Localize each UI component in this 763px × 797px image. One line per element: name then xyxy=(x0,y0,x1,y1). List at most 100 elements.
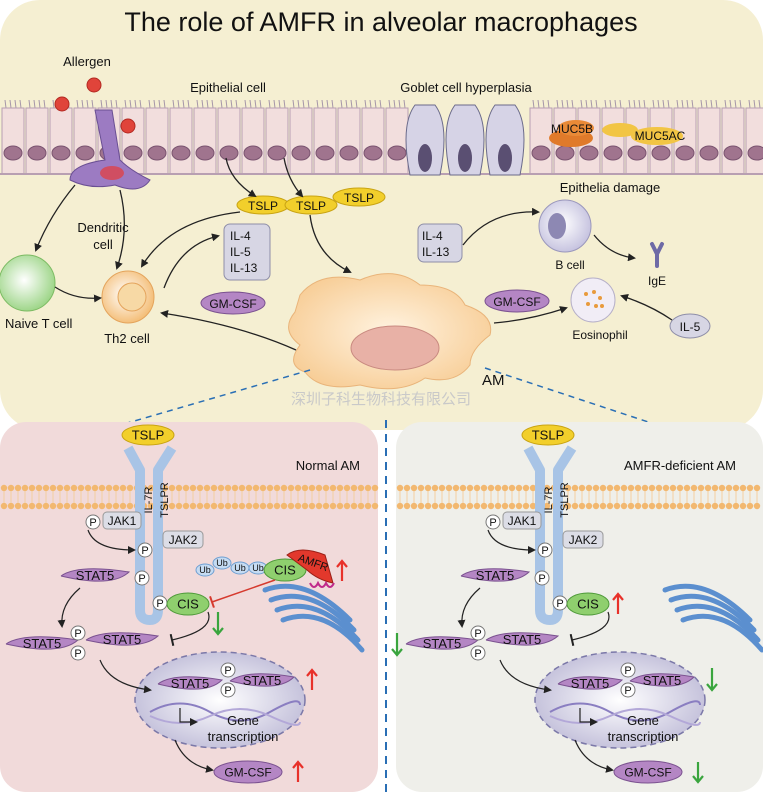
gene-label: Gene xyxy=(627,713,659,728)
er-membrane xyxy=(274,603,361,643)
tslp-ligand xyxy=(121,424,175,446)
phosphate-icon xyxy=(620,682,636,698)
stat5-nuclear-right-label: STAT5 xyxy=(643,673,682,688)
phosphate-label: P xyxy=(224,665,231,677)
svg-text:IL-5: IL-5 xyxy=(680,320,701,334)
cell-membranes xyxy=(0,484,761,510)
er-membrane xyxy=(262,583,353,623)
figure-title: The role of AMFR in alveolar macrophages xyxy=(124,7,637,37)
stat5-dimer-right xyxy=(485,632,560,646)
epithelial-cell xyxy=(25,107,49,175)
stat5-nuclear-right xyxy=(229,673,296,687)
stat5-nuclear-left-label: STAT5 xyxy=(171,676,210,691)
ige-icon xyxy=(650,242,664,268)
phosphate-label: P xyxy=(156,598,163,610)
top-arrows xyxy=(34,157,673,351)
cis-protein-label: CIS xyxy=(177,597,199,612)
svg-text:TSLP: TSLP xyxy=(296,199,326,213)
am-nucleus xyxy=(350,325,440,371)
phosphate-label: P xyxy=(74,648,81,660)
transcription-label: transcription xyxy=(208,729,279,744)
svg-text:GM-CSF: GM-CSF xyxy=(209,297,256,311)
amfr-cis-inhibition xyxy=(209,579,276,608)
tslp-group-top: TSLP TSLP TSLP xyxy=(236,187,386,215)
ubiquitin-icon xyxy=(212,556,232,570)
phosphate-label: P xyxy=(489,517,496,529)
jak1-label: JAK1 xyxy=(108,514,137,528)
muc5ac-label: MUC5AC xyxy=(635,129,686,143)
phosphate-icon xyxy=(85,514,101,530)
epithelial-cell xyxy=(529,107,553,175)
gmcsf-output-label: GM-CSF xyxy=(624,765,671,779)
epithelial-cell xyxy=(745,107,763,175)
stat5-monomer-label: STAT5 xyxy=(76,568,115,583)
jak2-box xyxy=(562,530,604,549)
dna-strand xyxy=(149,700,301,722)
cis-ubiquitinated-label: CIS xyxy=(274,563,296,578)
epithelial-cell xyxy=(289,107,313,175)
phosphate-label: P xyxy=(624,665,631,677)
cis-protein xyxy=(566,592,610,616)
phosphate-icon xyxy=(620,662,636,678)
dendritic-label-2: cell xyxy=(93,237,113,252)
svg-text:IL-4: IL-4 xyxy=(422,229,443,243)
epithelial-cell xyxy=(601,107,625,175)
epithelial-cell xyxy=(313,107,337,175)
svg-text:IL-13: IL-13 xyxy=(230,261,258,275)
phosphate-icon xyxy=(537,542,553,558)
phosphate-label: P xyxy=(141,545,148,557)
il7r-label: IL-7R xyxy=(543,486,555,513)
ubiquitin-label: Ub xyxy=(252,563,264,573)
naive-t-cell xyxy=(0,254,56,312)
phosphate-icon xyxy=(70,625,86,641)
goblet-cells xyxy=(405,104,525,176)
cis-protein xyxy=(166,592,210,616)
stat5-monomer xyxy=(60,568,131,582)
phosphate-icon xyxy=(485,514,501,530)
gmcsf-pill-top-right xyxy=(484,289,550,313)
jak1-label: JAK1 xyxy=(508,514,537,528)
tslpr-label: TSLPR xyxy=(159,482,171,518)
cis-ubiquitinated xyxy=(263,558,307,582)
transcription-label: transcription xyxy=(608,729,679,744)
stat5-monomer-label: STAT5 xyxy=(476,568,515,583)
normal-am-title: Normal AM xyxy=(296,458,360,473)
il5-pill xyxy=(669,313,711,339)
svg-text:IL-4: IL-4 xyxy=(230,229,251,243)
phosphate-icon xyxy=(70,645,86,661)
er-membrane xyxy=(662,583,753,623)
svg-text:TSLP: TSLP xyxy=(248,199,278,213)
svg-text:IL-5: IL-5 xyxy=(230,245,251,259)
phosphate-label: P xyxy=(541,545,548,557)
epithelial-cell-label: Epithelial cell xyxy=(190,80,266,95)
tslp-ligand-label: TSLP xyxy=(132,428,165,443)
phosphate-label: P xyxy=(556,598,563,610)
dendritic-label-1: Dendritic xyxy=(77,220,129,235)
epithelial-cell xyxy=(721,107,745,175)
epithelial-cell xyxy=(337,107,361,175)
gmcsf-output-label: GM-CSF xyxy=(224,765,271,779)
stat5-dimer-left-label: STAT5 xyxy=(423,636,462,651)
epithelia-damage-label: Epithelia damage xyxy=(560,180,660,195)
transcription-start-icon xyxy=(579,708,598,726)
jak1-box xyxy=(102,511,142,530)
svg-text:TSLP: TSLP xyxy=(344,191,374,205)
cis-protein-label: CIS xyxy=(577,597,599,612)
phosphate-label: P xyxy=(224,685,231,697)
jak2-label: JAK2 xyxy=(169,533,198,547)
transcription-start-icon xyxy=(179,708,198,726)
ubiquitin-label: Ub xyxy=(216,558,228,568)
phosphate-icon xyxy=(137,542,153,558)
epithelial-cell xyxy=(361,107,385,175)
ubiquitin-label: Ub xyxy=(234,563,246,573)
ubiquitin-label: Ub xyxy=(199,565,211,575)
jak2-box xyxy=(162,530,204,549)
phosphate-label: P xyxy=(89,517,96,529)
ige-label: IgE xyxy=(648,274,666,288)
eosinophil-cell xyxy=(570,277,616,323)
stat5-dimer-right-label: STAT5 xyxy=(103,632,142,647)
ubiquitin-icon xyxy=(195,563,215,577)
phosphate-icon xyxy=(470,625,486,641)
